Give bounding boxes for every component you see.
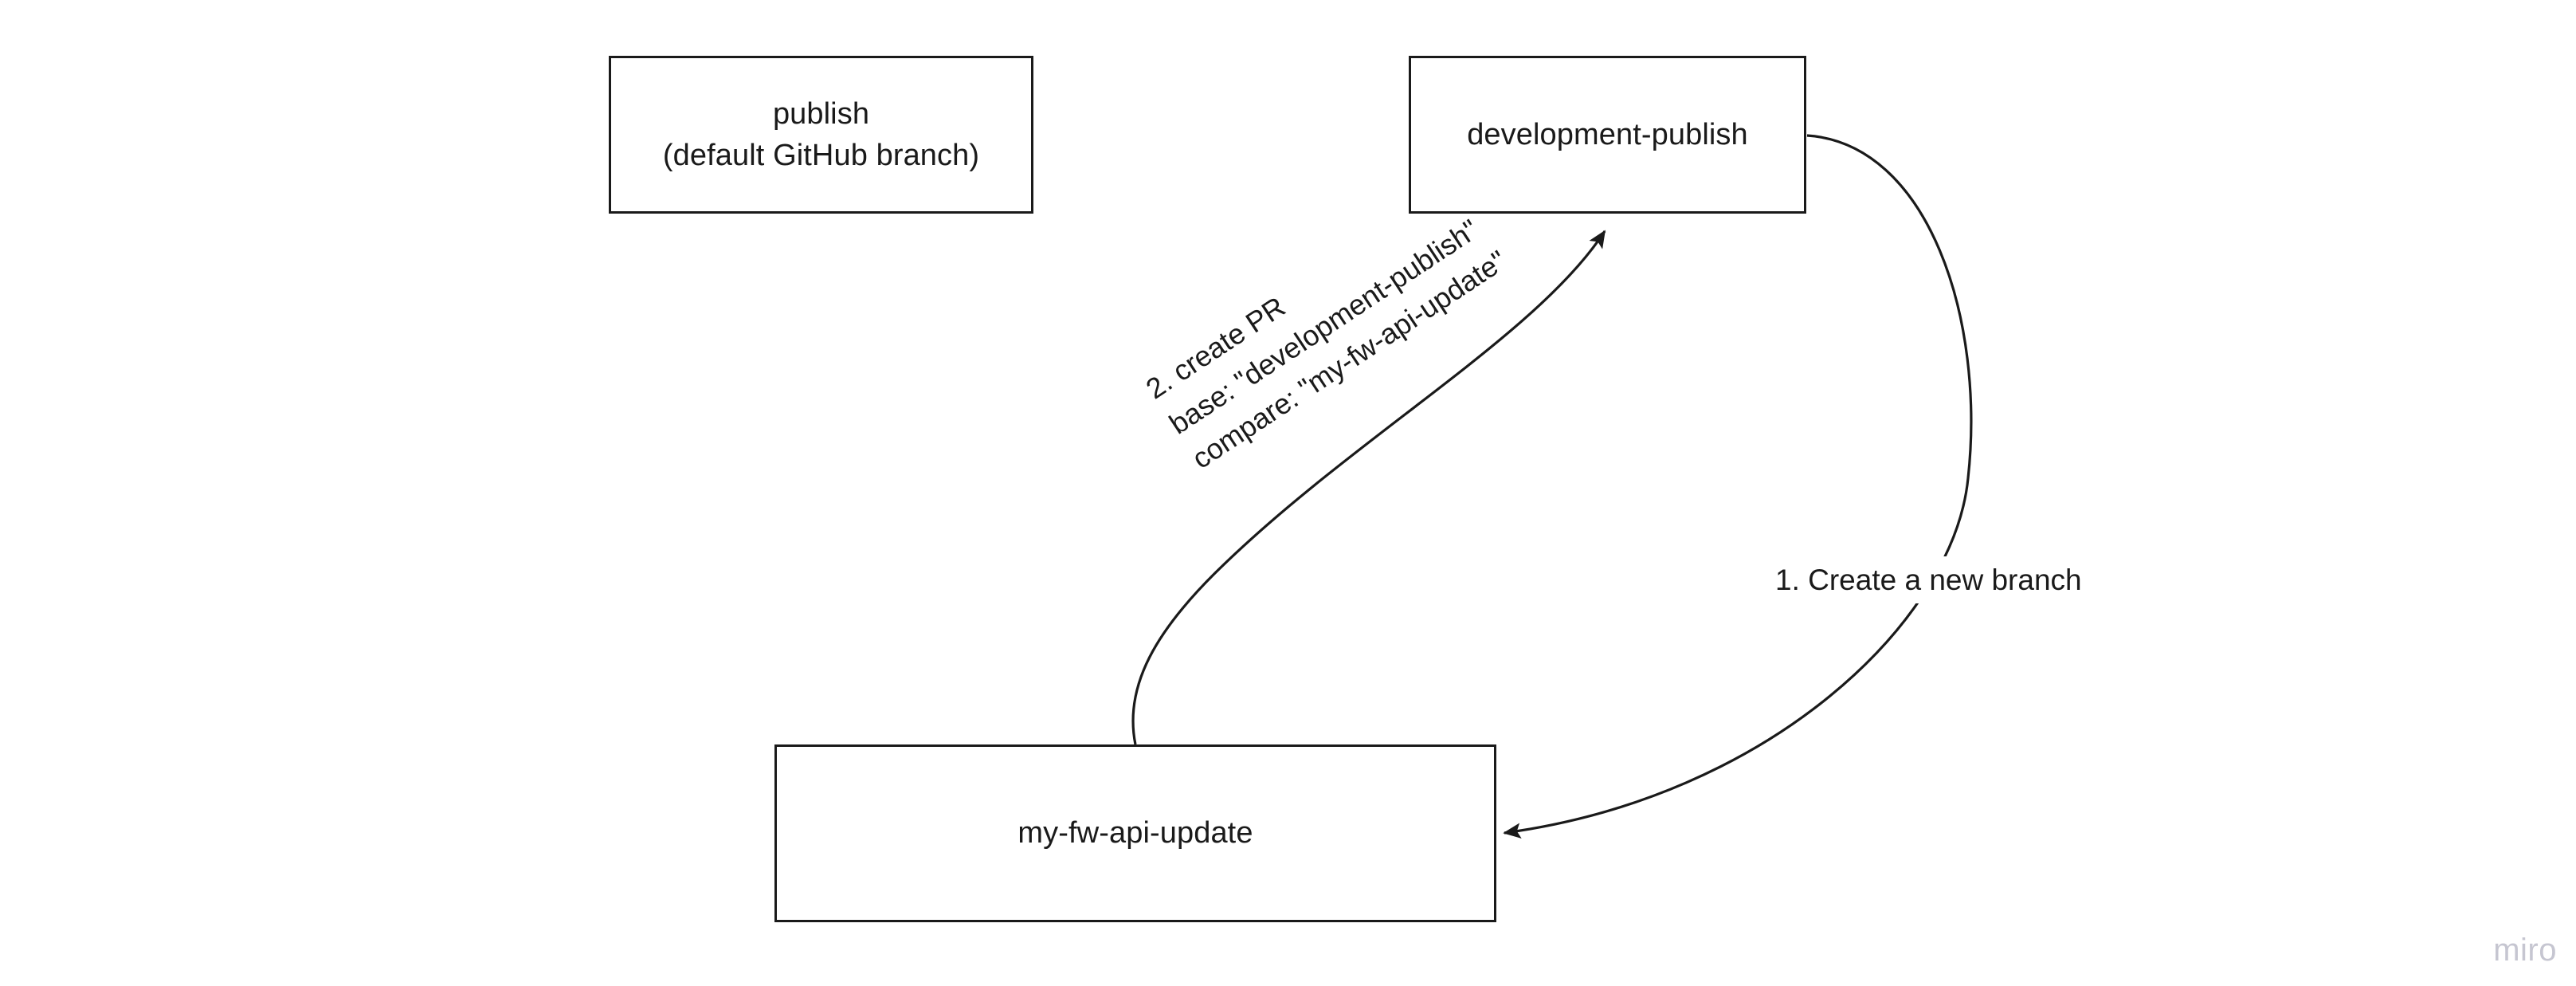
miro-watermark: miro <box>2493 933 2557 968</box>
node-development-publish-label: development-publish <box>1467 117 1748 151</box>
node-publish[interactable]: publish (default GitHub branch) <box>609 56 1033 214</box>
node-publish-label: publish (default GitHub branch) <box>662 96 980 172</box>
node-my-fw-api-update-label: my-fw-api-update <box>1017 816 1253 850</box>
node-my-fw-api-update[interactable]: my-fw-api-update <box>774 744 1496 922</box>
edge-label-create-branch[interactable]: 1. Create a new branch <box>1770 556 2087 604</box>
node-development-publish[interactable]: development-publish <box>1409 56 1806 214</box>
edge-path-create-branch <box>1503 134 1973 839</box>
edge-label-create-pr[interactable]: 2. create PR base: "development-publish"… <box>1139 212 1513 475</box>
